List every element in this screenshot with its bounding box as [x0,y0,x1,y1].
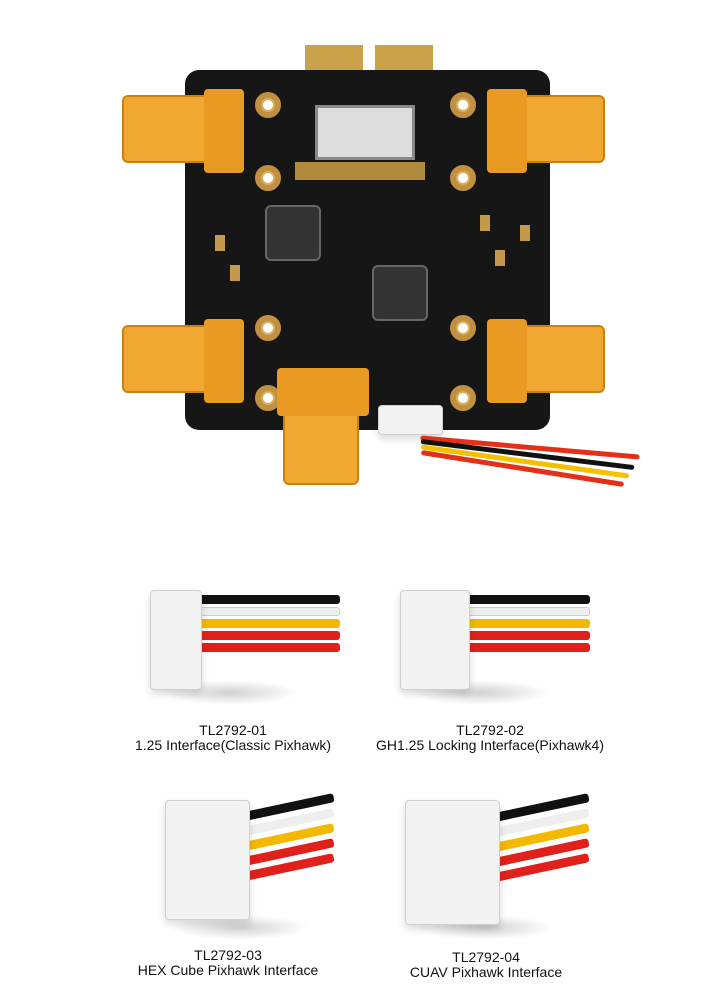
wire-red [190,643,340,652]
mount-hole [450,385,476,411]
product-caption-04: TL2792-04 CUAV Pixhawk Interface [336,950,636,980]
pad-row [295,162,425,180]
wire-yellow [190,619,340,628]
wire-red [450,631,590,640]
wire-red [450,643,590,652]
wire-yellow [450,619,590,628]
connector-plug [165,800,250,920]
connector-photo-01 [140,565,340,705]
mount-hole [255,165,281,191]
product-description: HEX Cube Pixhawk Interface [137,962,319,978]
cable-plug [378,405,443,435]
smd-part [480,215,490,231]
shunt-resistors [315,105,415,160]
mount-hole [450,165,476,191]
inductor [372,265,428,321]
xt60-connector-cn5 [122,319,244,403]
smd-part [215,235,225,251]
wire-black [190,595,340,604]
product-caption-02: TL2792-02 GH1.25 Locking Interface(Pixha… [340,723,640,753]
xt60-connector-cn1 [122,89,244,173]
connector-photo-02 [390,565,590,705]
mount-hole [450,315,476,341]
connector-plug [400,590,470,690]
product-caption-01: TL2792-01 1.25 Interface(Classic Pixhawk… [83,723,383,753]
mount-hole [255,315,281,341]
smd-part [495,250,505,266]
xt60-connector-cn2 [487,319,605,403]
product-code: TL2792-04 [452,949,520,965]
mount-hole [255,92,281,118]
xt60-connector-cn4 [487,89,605,173]
product-code: TL2792-01 [199,722,267,738]
product-description: 1.25 Interface(Classic Pixhawk) [134,737,332,753]
smd-part [520,225,530,241]
wire-white [190,607,340,616]
product-description: GH1.25 Locking Interface(Pixhawk4) [376,737,604,753]
connector-plug [150,590,202,690]
product-code: TL2792-02 [456,722,524,738]
product-code: TL2792-03 [194,947,262,963]
wire-white [450,607,590,616]
connector-photo-03 [150,780,340,940]
connector-photo-04 [395,780,595,940]
power-distribution-board-photo [122,45,640,488]
wire-red [190,631,340,640]
wire-black [450,595,590,604]
smd-part [230,265,240,281]
mount-hole [450,92,476,118]
connector-plug [405,800,500,925]
product-caption-03: TL2792-03 HEX Cube Pixhawk Interface [78,948,378,978]
product-description: CUAV Pixhawk Interface [409,964,563,980]
inductor [265,205,321,261]
xt60-connector-cn3 [277,368,369,485]
